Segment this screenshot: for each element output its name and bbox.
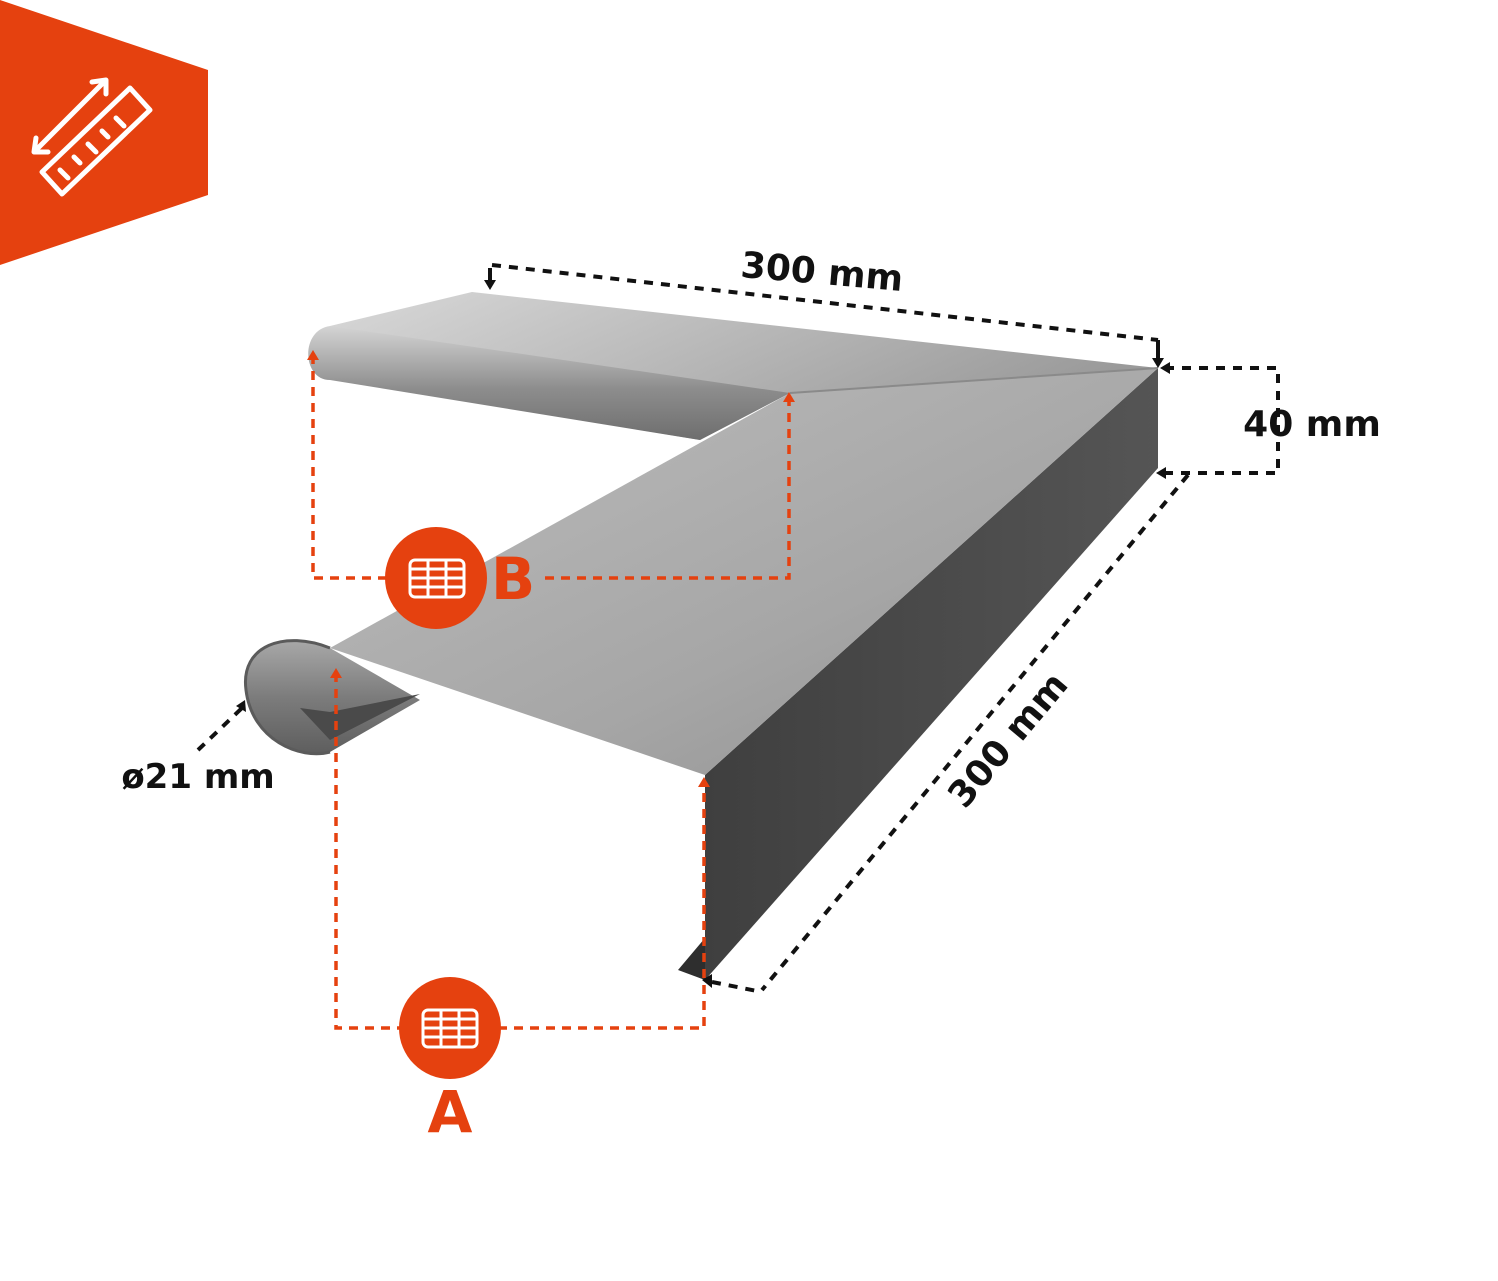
dim-diameter-label: ø21 mm xyxy=(121,757,274,797)
marker-a-line-right xyxy=(498,782,706,1030)
grid-icon xyxy=(421,1008,479,1049)
dim-height-label: 40 mm xyxy=(1243,404,1381,445)
side-face xyxy=(705,368,1158,980)
marker-b-line xyxy=(311,355,395,580)
bottom-fold xyxy=(678,938,705,980)
dim-diameter-line xyxy=(196,706,244,752)
marker-a-line xyxy=(334,673,402,1030)
marker-b-letter: B xyxy=(491,545,535,613)
roll-rim xyxy=(244,639,331,756)
corner-badge xyxy=(0,0,208,265)
marker-a: A xyxy=(399,977,501,1146)
marker-b-line-right xyxy=(545,396,791,580)
front-face xyxy=(330,368,1158,775)
fold-crease xyxy=(789,367,1159,394)
grid-icon xyxy=(408,558,466,599)
marker-arrowheads xyxy=(307,350,795,787)
marker-a-letter: A xyxy=(428,1078,473,1146)
ruler-icon xyxy=(31,77,153,197)
dim-top-label: 300 mm xyxy=(739,245,905,300)
dim-height-line xyxy=(1160,366,1280,475)
metal-flashing xyxy=(244,292,1159,980)
dim-side-tick xyxy=(711,980,763,994)
marker-b: B xyxy=(385,527,535,629)
marker-lines xyxy=(311,355,791,1030)
back-roll xyxy=(308,326,790,440)
front-roll xyxy=(245,640,420,754)
dimension-arrowheads xyxy=(236,280,1170,988)
roll-inner xyxy=(300,694,420,740)
